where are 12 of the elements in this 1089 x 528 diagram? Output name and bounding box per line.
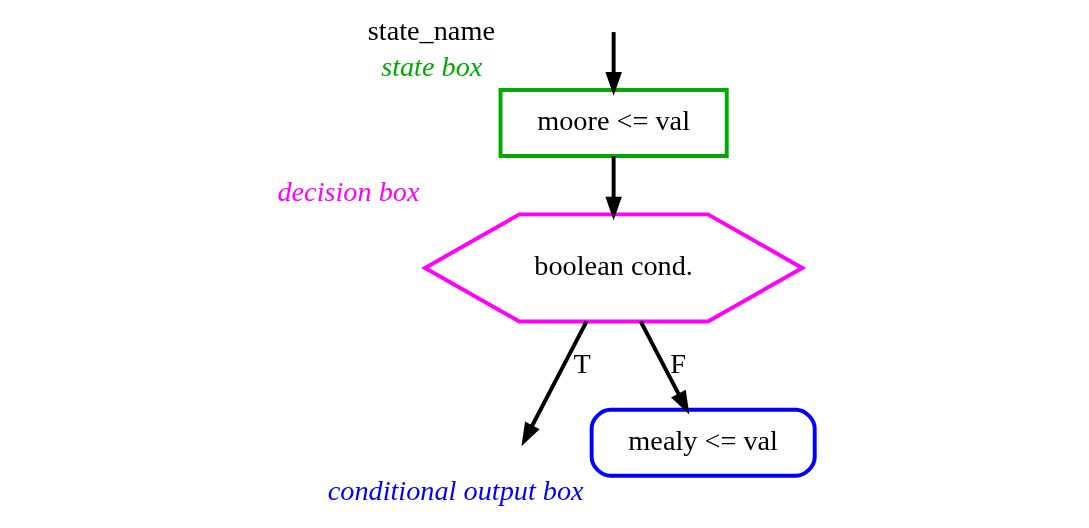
node-box: mealy <= val [589,407,817,478]
node-label: decision box [277,175,420,207]
node-label: state box [381,51,483,83]
arrow [605,156,622,221]
node-label: state_name [367,15,495,47]
edge-label: F [670,347,686,379]
node-box: moore <= val [498,88,729,158]
arrow [605,32,622,96]
edge-label: T [573,347,591,379]
arrow [521,320,589,447]
node-label: conditional output box [327,474,584,506]
arrow [639,320,690,415]
